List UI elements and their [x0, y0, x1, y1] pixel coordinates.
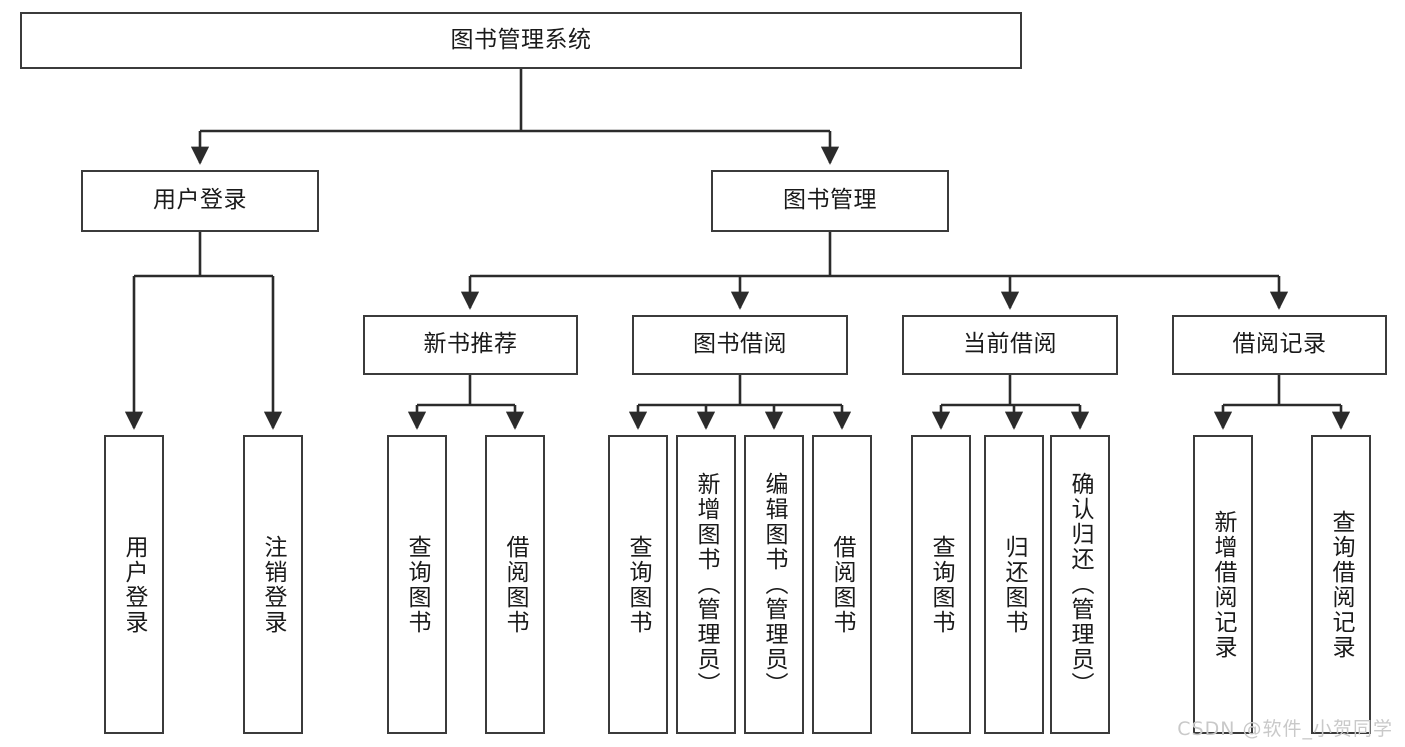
- node-book-management[interactable]: 图书管理: [711, 170, 949, 232]
- node-label: 查询图书: [928, 534, 955, 635]
- node-label: 用户登录: [153, 187, 247, 214]
- node-new-book-recommend[interactable]: 新书推荐: [363, 315, 578, 375]
- node-leaf-query-borrow-record[interactable]: 查询借阅记录: [1311, 435, 1371, 734]
- node-leaf-edit-book-admin[interactable]: 编辑图书（管理员）: [744, 435, 804, 734]
- node-label: 用户登录: [121, 534, 148, 635]
- node-label: 新增借阅记录: [1210, 509, 1237, 660]
- node-leaf-return-book[interactable]: 归还图书: [984, 435, 1044, 734]
- node-label: 确认归还（管理员）: [1067, 472, 1094, 697]
- node-leaf-user-login[interactable]: 用户登录: [104, 435, 164, 734]
- node-label: 新书推荐: [423, 331, 518, 358]
- node-label: 借阅记录: [1232, 331, 1327, 358]
- node-leaf-query-book-borrow[interactable]: 查询图书: [608, 435, 668, 734]
- node-leaf-confirm-return-admin[interactable]: 确认归还（管理员）: [1050, 435, 1110, 734]
- node-user-login[interactable]: 用户登录: [81, 170, 319, 232]
- node-label: 查询图书: [625, 534, 652, 635]
- node-leaf-query-book-recommend[interactable]: 查询图书: [387, 435, 447, 734]
- node-label: 查询图书: [404, 534, 431, 635]
- node-borrow-record[interactable]: 借阅记录: [1172, 315, 1387, 375]
- node-leaf-add-book-admin[interactable]: 新增图书（管理员）: [676, 435, 736, 734]
- csdn-watermark: CSDN @软件_小贺同学: [1177, 718, 1393, 740]
- node-current-borrow[interactable]: 当前借阅: [902, 315, 1118, 375]
- node-label: 编辑图书（管理员）: [761, 472, 788, 697]
- node-label: 图书管理系统: [450, 26, 592, 53]
- node-leaf-query-book-current[interactable]: 查询图书: [911, 435, 971, 734]
- node-label: 图书借阅: [693, 331, 787, 358]
- node-label: 注销登录: [260, 534, 287, 635]
- node-label: 当前借阅: [963, 331, 1057, 358]
- node-book-borrow[interactable]: 图书借阅: [632, 315, 848, 375]
- node-label: 借阅图书: [829, 534, 856, 635]
- node-leaf-add-borrow-record[interactable]: 新增借阅记录: [1193, 435, 1253, 734]
- node-root-book-management-system[interactable]: 图书管理系统: [20, 12, 1022, 69]
- node-leaf-borrow-book[interactable]: 借阅图书: [812, 435, 872, 734]
- node-label: 归还图书: [1001, 534, 1028, 635]
- node-label: 新增图书（管理员）: [693, 472, 720, 697]
- node-label: 借阅图书: [502, 534, 529, 635]
- node-leaf-logout[interactable]: 注销登录: [243, 435, 303, 734]
- node-label: 图书管理: [783, 187, 877, 214]
- node-leaf-borrow-book-recommend[interactable]: 借阅图书: [485, 435, 545, 734]
- node-label: 查询借阅记录: [1328, 509, 1355, 660]
